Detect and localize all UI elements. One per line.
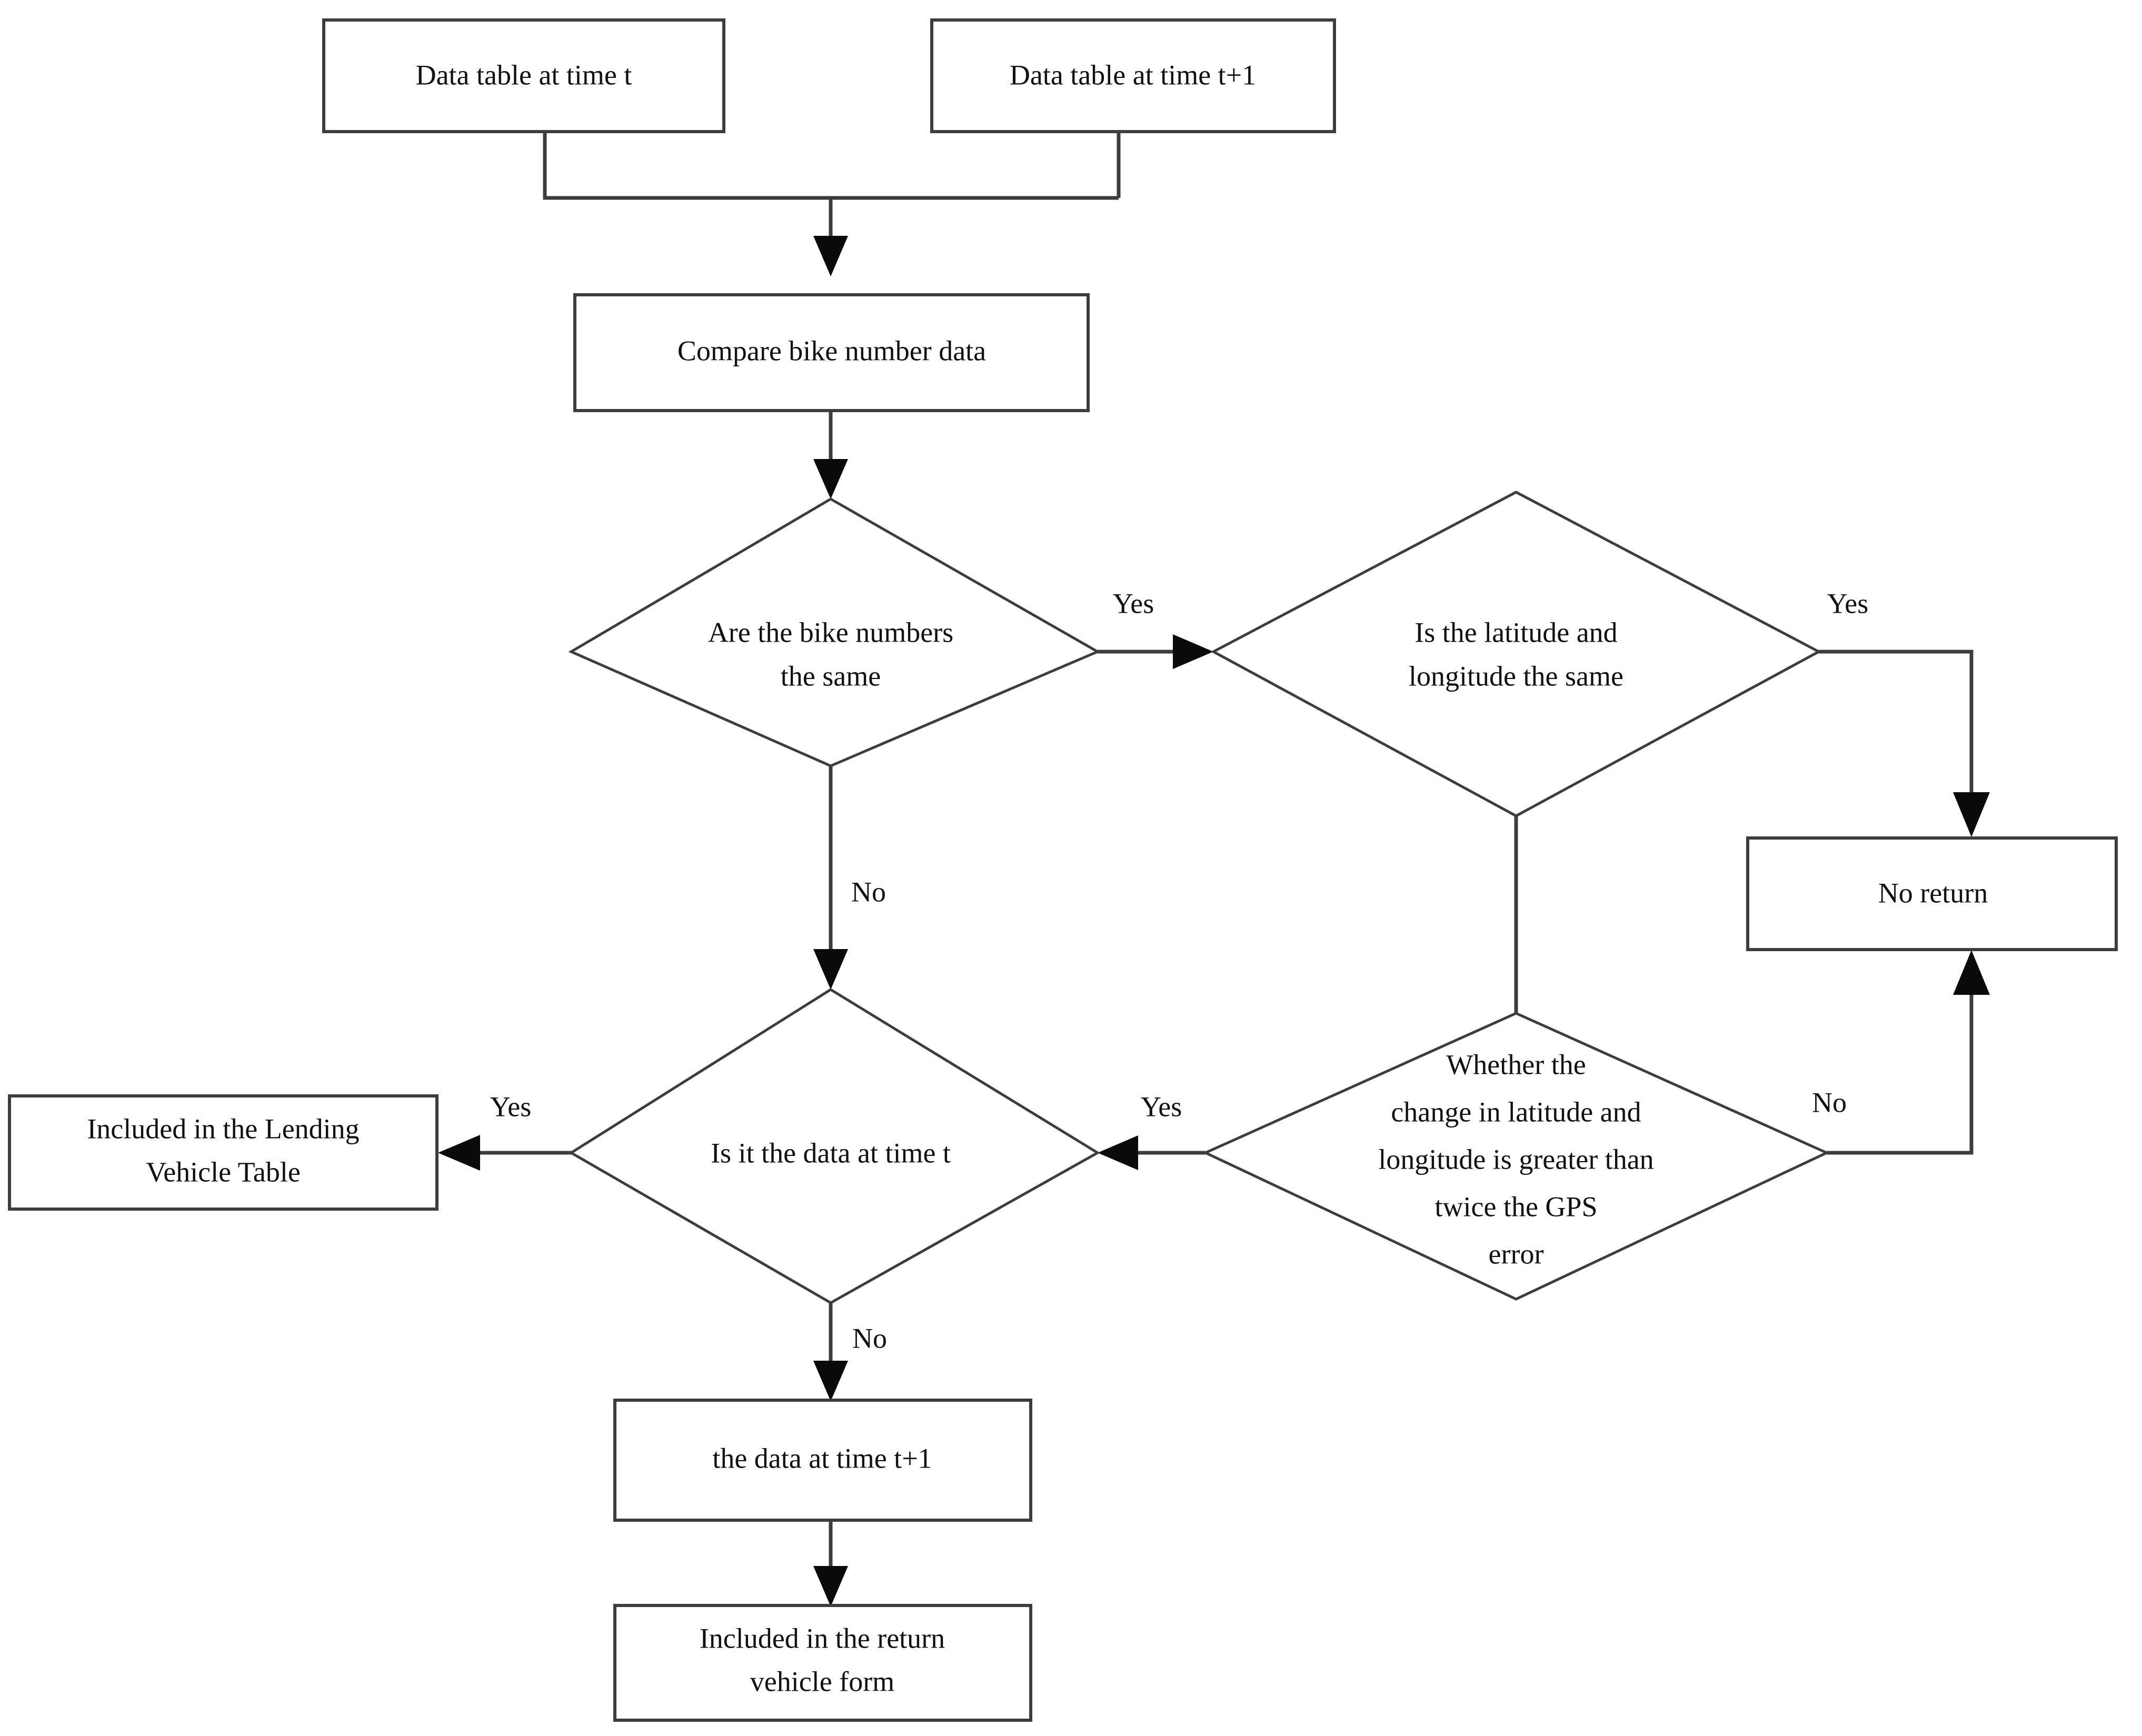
arrow-head-to-returnform [813, 1566, 848, 1607]
arrow-head-to-isdata-decision [813, 949, 848, 990]
node-return-vehicle-form-line1: Included in the return [700, 1622, 945, 1654]
node-gps-error-decision[interactable] [1202, 1012, 1830, 1301]
edge-label-bike-no: No [851, 876, 886, 907]
node-gps-error-line2: change in latitude and [1391, 1096, 1641, 1128]
connector-datat-to-junction [543, 132, 1119, 200]
connector-gps-no-to-noreturn [1827, 987, 1974, 1155]
node-return-vehicle-form[interactable] [613, 1604, 1032, 1722]
node-is-latlon-same-line1: Is the latitude and [1414, 616, 1617, 648]
arrow-head-to-bike-decision [813, 459, 848, 499]
node-data-table-t1[interactable] [930, 18, 1336, 133]
node-is-latlon-same[interactable] [1210, 491, 1822, 817]
node-data-table-t[interactable] [322, 18, 725, 133]
connector-latlon-yes-to-noreturn [1819, 650, 1974, 800]
edge-label-isdata-yes: Yes [490, 1091, 532, 1122]
edge-label-bike-yes: Yes [1113, 587, 1154, 619]
node-is-latlon-same-line2: longitude the same [1409, 660, 1623, 692]
node-compare-bike-number[interactable] [573, 293, 1090, 412]
arrow-head-to-datat1 [813, 1361, 848, 1401]
node-gps-error-line5: error [1489, 1238, 1544, 1270]
node-gps-error-line3: longitude is greater than [1378, 1143, 1653, 1175]
node-are-bike-numbers-same-line1: Are the bike numbers [708, 616, 953, 648]
node-is-data-at-time-t[interactable] [569, 988, 1100, 1304]
node-no-return-label: No return [1878, 877, 1988, 909]
node-data-table-t-label: Data table at time t [416, 59, 632, 91]
arrow-head-to-latlon-decision [1173, 634, 1213, 669]
node-lending-vehicle-table[interactable] [8, 1094, 439, 1211]
arrow-head-to-isdata-right [1098, 1135, 1138, 1170]
node-gps-error-line4: twice the GPS [1435, 1191, 1598, 1222]
edge-label-isdata-no: No [852, 1322, 887, 1354]
arrow-head-to-lending-table [438, 1135, 480, 1171]
edge-label-latlon-yes: Yes [1827, 587, 1869, 619]
arrow-head-to-noreturn-top [1953, 792, 1990, 837]
node-gps-error-line1: Whether the [1446, 1049, 1586, 1080]
node-data-table-t1-label: Data table at time t+1 [1010, 59, 1256, 91]
node-return-vehicle-form-line2: vehicle form [750, 1665, 894, 1697]
edge-label-gps-yes: Yes [1141, 1091, 1182, 1122]
node-data-at-time-t1[interactable] [613, 1399, 1032, 1522]
arrow-head-to-noreturn-bottom [1953, 950, 1990, 995]
node-no-return[interactable] [1746, 836, 2118, 951]
node-is-data-at-time-t-label: Is it the data at time t [711, 1137, 951, 1169]
node-data-at-time-t1-label: the data at time t+1 [712, 1442, 932, 1474]
node-compare-bike-number-label: Compare bike number data [678, 335, 986, 366]
arrow-head-to-compare [813, 236, 848, 276]
edge-label-gps-no: No [1812, 1086, 1847, 1118]
node-are-bike-numbers-same[interactable] [568, 497, 1101, 767]
node-lending-vehicle-table-line1: Included in the Lending [87, 1113, 359, 1144]
node-are-bike-numbers-same-line2: the same [781, 660, 881, 692]
node-lending-vehicle-table-line2: Vehicle Table [146, 1156, 301, 1188]
